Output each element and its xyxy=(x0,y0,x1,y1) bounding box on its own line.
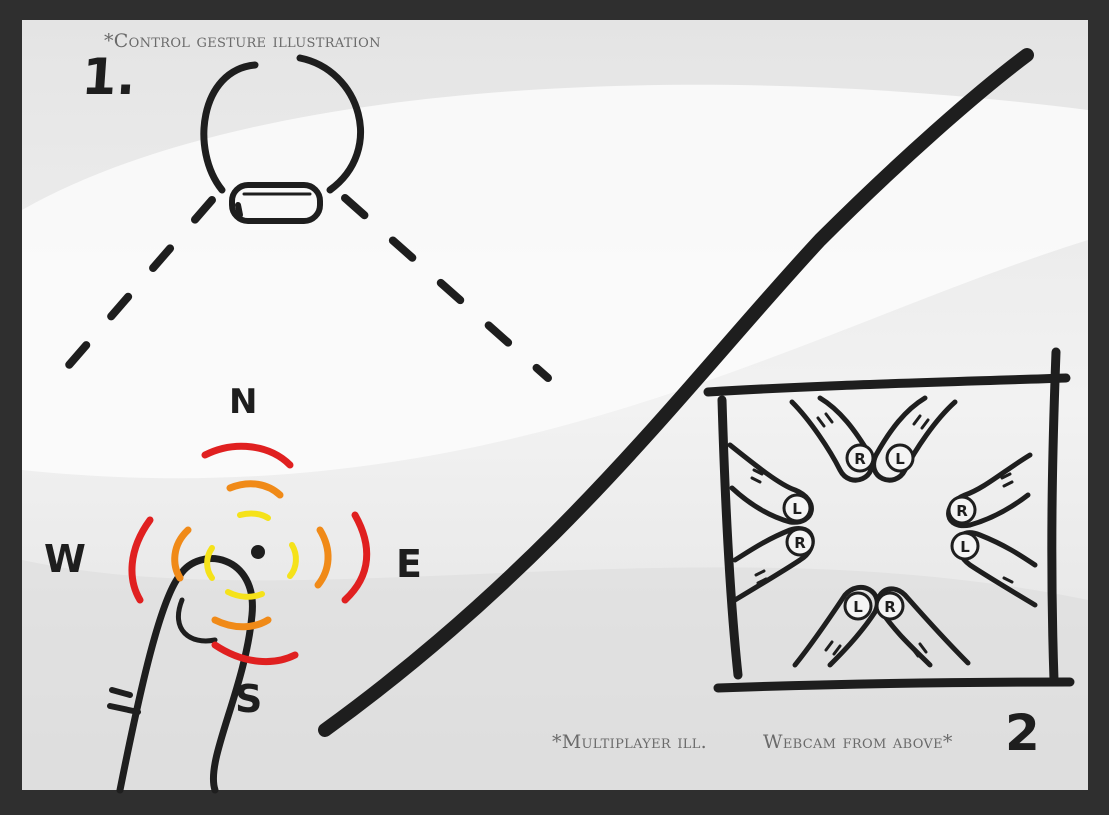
finger-crease-mark xyxy=(109,687,133,698)
ring-outer-north xyxy=(201,442,294,469)
field-of-view-left xyxy=(52,196,216,384)
ring-outer-west xyxy=(128,516,154,604)
webcam-cable-left xyxy=(200,61,259,194)
compass-label-west: W xyxy=(44,537,86,581)
field-of-view-right xyxy=(341,194,552,382)
finger-label-r: R xyxy=(794,534,806,552)
box-left-edge xyxy=(717,395,743,680)
ring-inner-east xyxy=(287,542,299,579)
lower-shade xyxy=(22,560,1088,790)
finger-label-r: R xyxy=(956,502,968,520)
ring-middle-east xyxy=(314,526,332,589)
webcam-cable-right xyxy=(296,54,364,194)
ring-middle-south xyxy=(211,616,272,631)
ring-inner-west xyxy=(204,545,215,581)
section-number-one: 1. xyxy=(79,48,138,106)
finger-label-l: L xyxy=(895,450,905,468)
section-number-two: 2 xyxy=(1005,704,1040,762)
finger-tag-circle xyxy=(785,527,815,557)
webcam-body xyxy=(229,182,323,224)
finger-top-right xyxy=(871,395,958,483)
finger-tag-circle xyxy=(843,591,873,621)
finger-crease-mark xyxy=(750,468,764,484)
finger-crease-mark xyxy=(910,642,928,658)
finger-tag-circle xyxy=(845,443,875,473)
compass-center-dot xyxy=(251,545,265,559)
finger-tag-circle xyxy=(875,591,905,621)
caption-multiplayer: *Multiplayer ill. xyxy=(552,731,707,753)
webcam-edge xyxy=(235,202,243,218)
finger-label-r: R xyxy=(884,598,896,616)
ring-inner-north xyxy=(237,510,271,521)
finger-crease-mark xyxy=(912,414,930,430)
box-right-edge xyxy=(1047,347,1061,685)
ring-outer-south xyxy=(211,641,299,666)
compass-label-east: E xyxy=(396,542,422,586)
finger-label-l: L xyxy=(792,500,802,518)
finger-crease-mark xyxy=(1000,576,1014,592)
diagonal-divider xyxy=(318,48,1034,737)
box-bottom-edge xyxy=(713,677,1075,693)
finger-tag-circle xyxy=(782,493,812,523)
ring-outer-east xyxy=(341,511,371,604)
ring-middle-west xyxy=(171,526,192,582)
finger-bottom-left xyxy=(792,584,880,668)
finger-crease-mark xyxy=(824,640,842,656)
finger-crease-mark xyxy=(1000,472,1014,488)
finger-label-l: L xyxy=(960,538,970,556)
finger-crease-mark xyxy=(754,569,768,585)
caption-webcam: Webcam from above* xyxy=(763,731,953,753)
finger-tag-circle xyxy=(885,443,915,473)
finger-nail xyxy=(175,597,218,644)
caption-control-gesture: *Control gesture illustration xyxy=(104,30,381,52)
box-top-edge xyxy=(703,373,1071,397)
finger-label-l: L xyxy=(853,598,863,616)
finger-top-left xyxy=(789,395,875,483)
ring-inner-south xyxy=(225,589,265,600)
finger-tag-circle xyxy=(947,495,977,525)
finger-tag-circle xyxy=(950,531,980,561)
finger-crease-mark xyxy=(107,703,141,715)
ring-middle-north xyxy=(226,480,284,499)
finger-crease-mark xyxy=(816,412,834,428)
compass-label-south: S xyxy=(235,677,263,721)
finger-label-r: R xyxy=(854,450,866,468)
pointing-finger xyxy=(116,555,256,794)
finger-bottom-right xyxy=(875,586,971,668)
compass-label-north: N xyxy=(229,382,258,422)
